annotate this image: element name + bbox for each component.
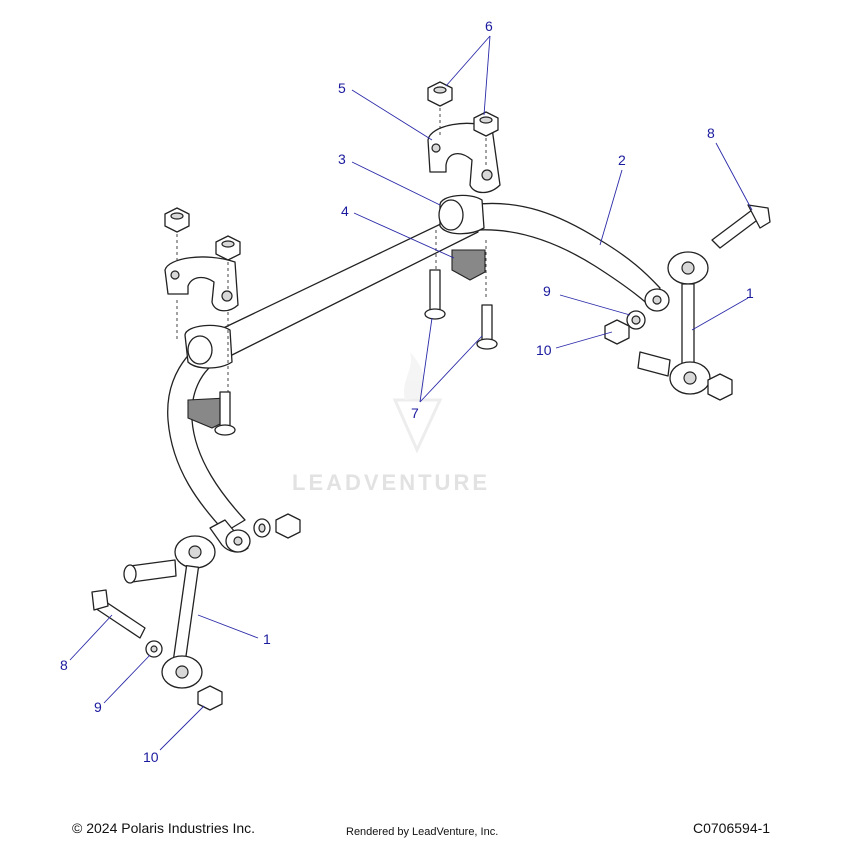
callout-2: 2 bbox=[618, 152, 626, 168]
callout-10-right: 10 bbox=[536, 342, 552, 358]
callout-7: 7 bbox=[411, 405, 419, 421]
left-link-nut-upper[interactable] bbox=[275, 513, 301, 539]
left-link-nut-10[interactable] bbox=[197, 685, 223, 711]
left-upper-stud[interactable] bbox=[123, 559, 177, 584]
callout-4: 4 bbox=[341, 203, 349, 219]
left-end-link[interactable] bbox=[161, 535, 216, 689]
left-link-washer-9[interactable] bbox=[145, 640, 163, 658]
left-link-bolt-8[interactable] bbox=[91, 589, 146, 639]
left-link-washer-upper[interactable] bbox=[253, 518, 271, 538]
right-link-bolt-8[interactable] bbox=[711, 204, 771, 249]
callout-9-left: 9 bbox=[94, 699, 102, 715]
right-end-link[interactable] bbox=[667, 251, 711, 395]
center-bolt-left[interactable] bbox=[424, 269, 446, 320]
right-link-washer-9[interactable] bbox=[626, 310, 646, 330]
stabilizer-bar[interactable] bbox=[167, 202, 670, 553]
left-clamp-nut-a[interactable] bbox=[164, 207, 190, 233]
center-clamp-nut-left[interactable] bbox=[427, 81, 453, 107]
watermark-text: LEADVENTURE bbox=[292, 470, 490, 495]
left-bolt[interactable] bbox=[214, 391, 236, 436]
callout-9-right: 9 bbox=[543, 283, 551, 299]
right-link-lower-stud[interactable] bbox=[637, 351, 733, 401]
copyright-text: © 2024 Polaris Industries Inc. bbox=[72, 820, 256, 836]
center-clamp-nut-right[interactable] bbox=[473, 111, 499, 137]
center-bolt-right[interactable] bbox=[476, 304, 498, 350]
leadventure-watermark-logo bbox=[392, 352, 443, 454]
callout-8-left: 8 bbox=[60, 657, 68, 673]
callout-5: 5 bbox=[338, 80, 346, 96]
callout-8-right: 8 bbox=[707, 125, 715, 141]
callout-1-left: 1 bbox=[263, 631, 271, 647]
center-bushing-assembly[interactable] bbox=[427, 122, 501, 281]
leader-lines bbox=[69, 35, 753, 751]
callout-1-right: 1 bbox=[746, 285, 754, 301]
callout-6: 6 bbox=[485, 18, 493, 34]
left-bushing-assembly[interactable] bbox=[164, 256, 239, 429]
left-clamp-nut-b[interactable] bbox=[215, 235, 241, 261]
diagram-part-number: C0706594-1 bbox=[693, 820, 771, 836]
rendered-by-text: Rendered by LeadVenture, Inc. bbox=[346, 826, 499, 838]
right-link-nut-10[interactable] bbox=[604, 319, 630, 345]
callout-10-left: 10 bbox=[143, 749, 159, 765]
callout-3: 3 bbox=[338, 151, 346, 167]
